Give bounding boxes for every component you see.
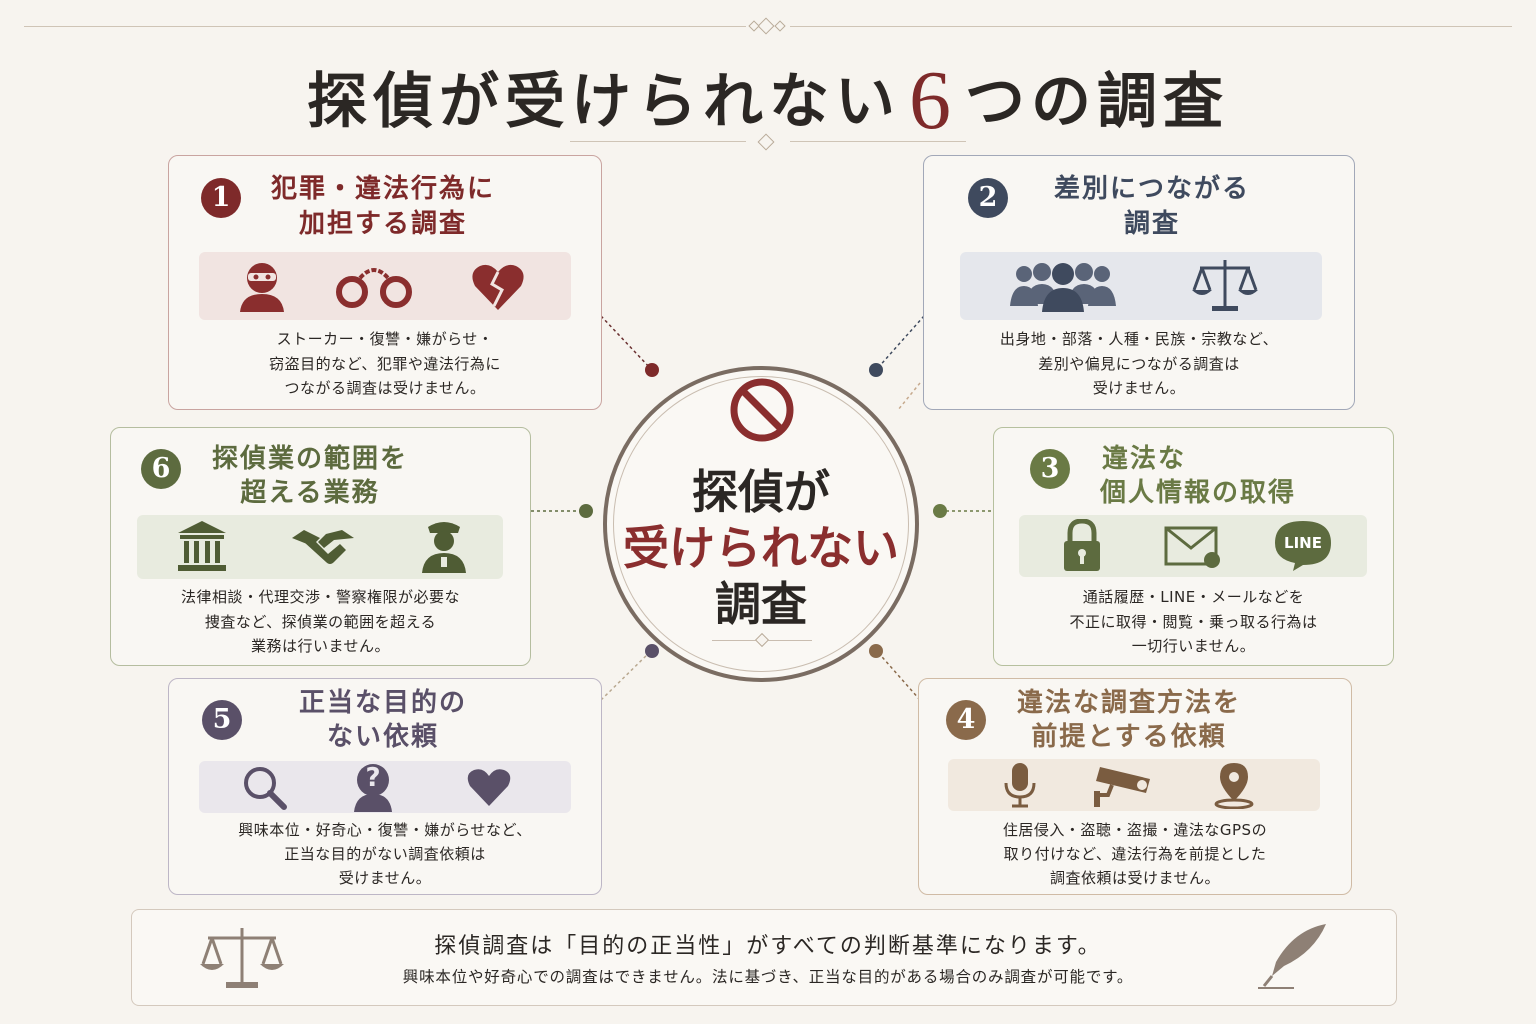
card-desc-line3: 受けません。 <box>1092 379 1186 397</box>
heart-icon <box>467 769 511 806</box>
envelope-icon <box>1164 526 1220 568</box>
center-line2: 受けられない <box>623 521 899 575</box>
card-title-line2: ない依頼 <box>326 722 439 752</box>
masked-criminal-icon <box>240 263 284 312</box>
summary-panel <box>131 909 1397 1006</box>
line-badge-label: LINE <box>1284 534 1322 552</box>
card-title-line2: 超える業務 <box>240 478 380 508</box>
title-after: つの調査 <box>965 67 1229 137</box>
card-title-line1: 違法な <box>1102 444 1187 474</box>
header-divider-left <box>24 26 746 27</box>
scales-icon <box>200 928 284 988</box>
location-pin-icon <box>1214 763 1254 809</box>
center-circle-inner <box>613 376 909 672</box>
card-number-badge: 6 <box>141 449 181 489</box>
padlock-icon <box>1064 519 1100 571</box>
handcuffs-icon <box>336 268 412 308</box>
police-officer-icon <box>422 522 466 573</box>
title-divider-left <box>570 141 746 142</box>
question-mark-glyph: ? <box>365 763 381 793</box>
card-title-line1: 差別につながる <box>1053 174 1250 204</box>
card-title-line1: 違法な調査方法を <box>1016 688 1241 718</box>
center-line1: 探偵が <box>692 465 830 519</box>
card-icon-band <box>960 252 1322 320</box>
magnifier-icon <box>244 767 287 810</box>
card-desc-line1: ストーカー・復讐・嫌がらせ・ <box>276 330 494 348</box>
connector-dot <box>933 504 947 518</box>
card-desc-line2: 取り付けなど、違法行為を前提とした <box>1003 845 1267 863</box>
card-title-line1: 正当な目的の <box>298 688 467 718</box>
center-line3: 調査 <box>715 577 807 631</box>
card-desc-line2: 正当な目的がない調査依頼は <box>284 845 486 863</box>
card-desc-line3: 調査依頼は受けません。 <box>1049 869 1221 887</box>
connector-dot <box>579 504 593 518</box>
title-before: 探偵が受けられない <box>307 67 901 137</box>
title-number: 6 <box>909 54 957 147</box>
card-desc-line2: 捜査など、探偵業の範囲を超える <box>204 613 437 631</box>
security-camera-icon <box>1094 767 1150 807</box>
card-desc-line1: 出身地・部落・人種・民族・宗教など、 <box>999 330 1279 348</box>
card-desc-line3: 一切行いません。 <box>1131 637 1256 655</box>
scales-icon <box>1192 260 1258 311</box>
courthouse-icon <box>178 521 226 571</box>
card-desc-line1: 興味本位・好奇心・復讐・嫌がらせなど、 <box>238 821 532 839</box>
summary-line2: 興味本位や好奇心での調査はできません。法に基づき、正当な目的がある場合のみ調査が… <box>402 968 1134 986</box>
card-title-line1: 探偵業の範囲を <box>211 444 408 474</box>
card-desc-line3: 受けません。 <box>338 869 432 887</box>
people-group-icon <box>1010 263 1116 312</box>
card-title-line2: 加担する調査 <box>298 209 467 239</box>
card-desc-line3: 業務は行いません。 <box>250 637 391 655</box>
card-desc-line2: 窃盗目的など、犯罪や違法行為に <box>269 355 501 373</box>
broken-heart-icon <box>472 264 524 310</box>
line-app-icon <box>1275 521 1331 571</box>
card-title-line1: 犯罪・違法行為に <box>270 174 495 204</box>
card-desc-line2: 差別や偏見につながる調査は <box>1038 355 1240 373</box>
connector-dot <box>869 363 883 377</box>
quill-pen-icon <box>1258 924 1326 989</box>
connector-dot <box>645 644 659 658</box>
card-number-badge: 3 <box>1030 449 1070 489</box>
card-desc-line2: 不正に取得・閲覧・乗っ取る行為は <box>1069 613 1318 631</box>
handshake-icon <box>292 530 354 564</box>
card-title-line2: 前提とする依頼 <box>1031 722 1227 752</box>
card-desc-line1: 住居侵入・盗聴・盗撮・違法なGPSの <box>1002 821 1268 839</box>
card-title-line2: 調査 <box>1123 209 1180 239</box>
card-number-badge: 4 <box>946 700 986 740</box>
connector-dot <box>869 644 883 658</box>
card-number-badge: 5 <box>202 700 242 740</box>
microphone-icon <box>1004 763 1036 808</box>
card-number-badge: 2 <box>968 178 1008 218</box>
title-divider-right <box>790 141 966 142</box>
card-number-badge: 1 <box>201 178 241 218</box>
card-title-line2: 個人情報の取得 <box>1100 478 1297 508</box>
summary-line1: 探偵調査は「目的の正当性」がすべての判断基準になります。 <box>434 934 1102 959</box>
question-person-icon <box>354 764 392 812</box>
header-divider-right <box>790 26 1512 27</box>
connector-dot <box>645 363 659 377</box>
card-desc-line3: つながる調査は受けません。 <box>284 379 486 397</box>
card-desc-line1: 通話履歴・LINE・メールなどを <box>1082 588 1305 606</box>
prohibited-icon <box>730 378 794 442</box>
card-desc-line1: 法律相談・代理交渉・警察権限が必要な <box>180 588 460 606</box>
